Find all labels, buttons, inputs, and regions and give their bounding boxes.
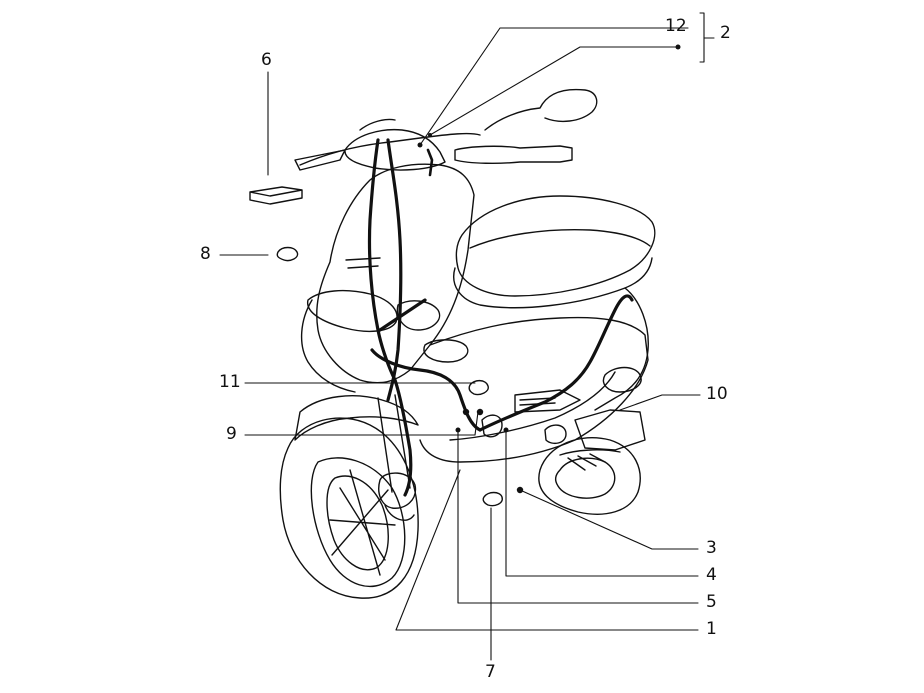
callout-11: 11 bbox=[219, 372, 241, 392]
part-6-bracket-shape bbox=[249, 186, 303, 205]
leader-dots bbox=[417, 44, 681, 494]
callout-1: 1 bbox=[706, 619, 717, 639]
callout-5: 5 bbox=[706, 592, 717, 612]
part-7-grommet-shape bbox=[482, 491, 503, 507]
callout-4: 4 bbox=[706, 565, 717, 585]
callout-7: 7 bbox=[485, 662, 496, 682]
callout-2: 2 bbox=[720, 23, 731, 43]
callout-12: 12 bbox=[665, 16, 687, 36]
callout-3: 3 bbox=[706, 538, 717, 558]
callout-leader-lines bbox=[219, 12, 715, 661]
part-8-clip-shape bbox=[276, 246, 299, 262]
callout-8: 8 bbox=[200, 244, 211, 264]
part-11-connector-shape bbox=[468, 379, 489, 396]
callout-10: 10 bbox=[706, 384, 728, 404]
callout-9: 9 bbox=[226, 424, 237, 444]
scooter-body-drawing bbox=[249, 88, 656, 599]
callout-6: 6 bbox=[261, 50, 272, 70]
